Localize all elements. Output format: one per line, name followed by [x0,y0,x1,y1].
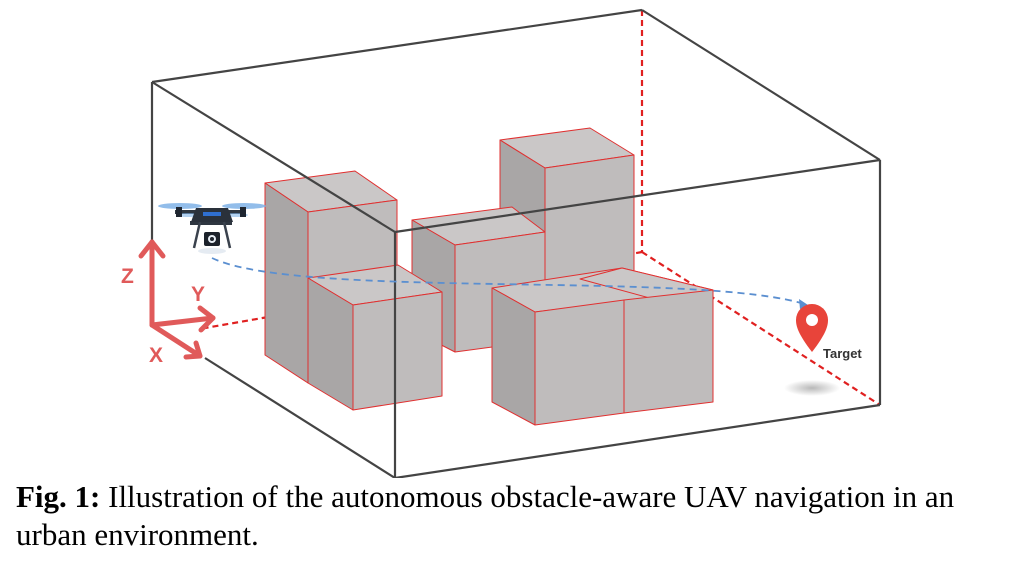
building-left-front [307,264,443,411]
building-right-front [491,267,714,426]
bounding-box-front-edges [151,81,882,478]
target-shadow [784,380,840,396]
building-tall-back [499,127,635,301]
coordinate-axes [138,239,216,360]
axis-y-arrow [149,305,216,333]
uav-path-arrowhead [799,299,808,309]
uav-path [211,257,809,306]
figure-caption: Fig. 1: Illustration of the autonomous o… [16,478,1020,554]
buildings [264,127,714,426]
caption-text: Illustration of the autonomous obstacle-… [16,479,955,552]
target-label: Target [823,346,862,361]
axis-z-label: Z [121,265,134,288]
caption-prefix: Fig. 1: [16,479,101,514]
axis-x-arrow [149,322,203,360]
axis-z-arrow [138,239,166,328]
axis-y-label: Y [191,283,205,306]
drone-icon [158,203,266,254]
location-pin-icon [796,304,828,352]
axis-x-label: X [149,344,163,367]
urban-navigation-diagram: Z Y X Target [121,8,882,478]
